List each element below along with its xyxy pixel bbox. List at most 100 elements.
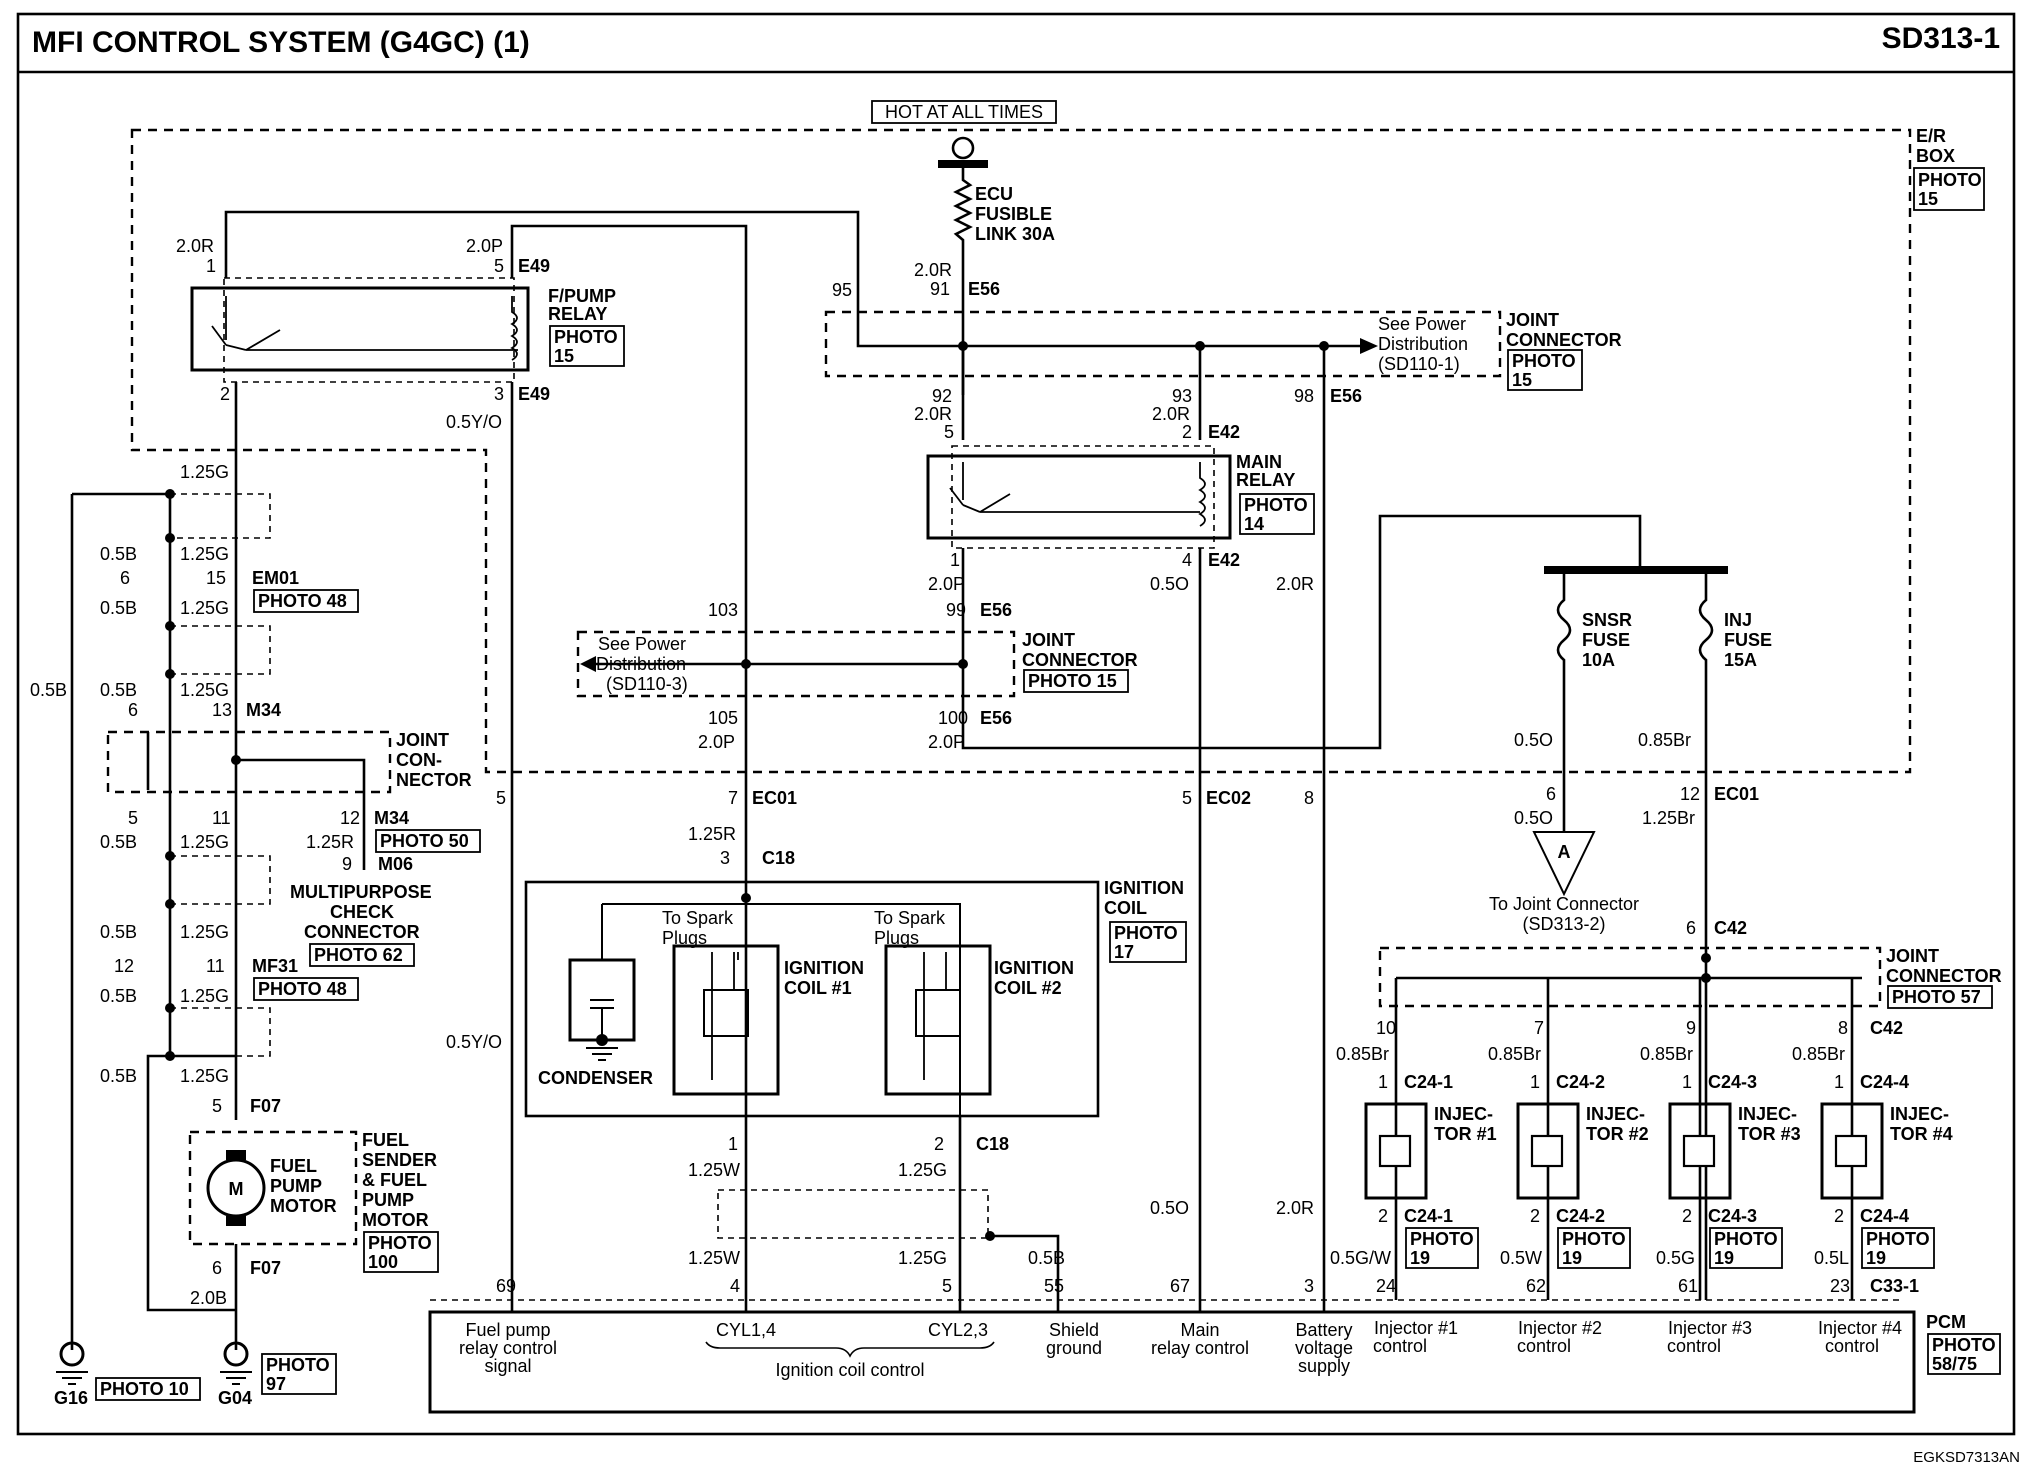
pcm-pin-labels: 69 Fuel pump relay control signal 4 CYL1… <box>459 1276 1902 1380</box>
coil1-box <box>672 944 780 1096</box>
injector-3-photo-box <box>1709 1227 1783 1269</box>
jc-top-see-3: (SD110-1) <box>1378 354 1460 374</box>
conn-C42-top: C42 <box>1714 918 1747 938</box>
injector-2-wire-in: 0.85Br <box>1488 1044 1541 1064</box>
fusible-link-label-1: ECU <box>975 184 1013 204</box>
injector-2-photo-2: 19 <box>1562 1248 1582 1268</box>
wire-label-1-25G-b6: 1.25G <box>180 922 229 942</box>
injector-4-photo-box <box>1861 1227 1935 1269</box>
fpump-relay-label-2: RELAY <box>548 304 607 324</box>
conn-EC01-right: EC01 <box>1714 784 1759 804</box>
fpump-relay-photo-box <box>549 325 625 367</box>
injector-4-coil <box>1834 1134 1868 1168</box>
conn-C42-bottom: C42 <box>1870 1018 1903 1038</box>
jc-top-bus <box>856 300 1360 348</box>
fpump-relay-label-1: F/PUMP <box>548 286 616 306</box>
injector-3-wire-in: 0.85Br <box>1640 1044 1693 1064</box>
main-relay-switch <box>949 462 1200 513</box>
condenser-label: CONDENSER <box>538 1068 653 1088</box>
conn-E56-mid: E56 <box>980 600 1012 620</box>
injector-2-jc-pin: 7 <box>1534 1018 1544 1038</box>
injector-4-jc-pin: 8 <box>1838 1018 1848 1038</box>
pcm-photo-2: 58/75 <box>1932 1354 1977 1374</box>
pin-8-ec: 8 <box>1304 788 1314 808</box>
ignition-coil-label-1: IGNITION <box>1104 878 1184 898</box>
injector-3-label-2: TOR #3 <box>1738 1124 1801 1144</box>
splice-box-3 <box>169 855 271 905</box>
inj-fuse-label-1: INJ <box>1724 610 1752 630</box>
wire-label-0-5O-c: 0.5O <box>1514 808 1553 828</box>
injector-3-wire-out: 0.5G <box>1656 1248 1695 1268</box>
injector-1-pin-1: 1 <box>1378 1072 1388 1092</box>
ground-g16-terminal <box>59 1341 85 1367</box>
ground-g16-photo-box <box>95 1377 201 1401</box>
hot-label: HOT AT ALL TIMES <box>885 102 1043 122</box>
conn-M34-bottom: M34 <box>374 808 409 828</box>
main-relay-photo-2: 14 <box>1244 514 1264 534</box>
jc-left-label-3: NECTOR <box>396 770 472 790</box>
fuel-sender-photo-2: 100 <box>368 1252 398 1272</box>
jc-mid-outline <box>576 630 1016 698</box>
injector-1-pin-2: 2 <box>1378 1206 1388 1226</box>
conn-M34-top: M34 <box>246 700 281 720</box>
wire-label-1-25G-b3: 1.25G <box>180 598 229 618</box>
coil2-leads <box>923 952 947 1080</box>
pcm-pin-69-l1: Fuel pump <box>465 1320 550 1340</box>
splice-box-4 <box>169 1007 271 1057</box>
splice-box-2 <box>169 625 271 675</box>
jc-mid-photo: PHOTO 15 <box>1028 671 1117 691</box>
fpump-relay-photo-2: 15 <box>554 346 574 366</box>
pin-99: 99 <box>946 600 966 620</box>
wire-jc-mid <box>744 514 1642 750</box>
wire-label-1-25G-b2: 1.25G <box>180 544 229 564</box>
fuel-sender-label-3: & FUEL <box>362 1170 427 1190</box>
jc-mid-label-2: CONNECTOR <box>1022 650 1138 670</box>
wire-label-0-5B-1: 0.5B <box>100 544 137 564</box>
ground-g04-symbol <box>220 1371 252 1385</box>
pin-6-ec01r: 6 <box>1546 784 1556 804</box>
ignition-splice <box>741 893 751 903</box>
coil2-box <box>884 944 992 1096</box>
injector-4-label-1: INJEC- <box>1890 1104 1949 1124</box>
injector-1-wire-in: 0.85Br <box>1336 1044 1389 1064</box>
fuel-sender-label-2: SENDER <box>362 1150 437 1170</box>
battery-terminal <box>951 136 975 160</box>
ground-g04-terminal <box>223 1341 249 1367</box>
pin-5-m34: 5 <box>128 808 138 828</box>
wire-g04-bus <box>146 1054 236 1312</box>
conn-E42-top: E42 <box>1208 422 1240 442</box>
wire-label-1-25W-b: 1.25W <box>688 1248 740 1268</box>
injector-4-wire-out: 0.5L <box>1814 1248 1849 1268</box>
diagram-title: MFI CONTROL SYSTEM (G4GC) (1) <box>32 26 530 59</box>
injector-2-label-2: TOR #2 <box>1586 1124 1649 1144</box>
jc-top-see-1: See Power <box>1378 314 1466 334</box>
pin-6-f07: 6 <box>212 1258 222 1278</box>
pcm-pin-5-l1: CYL2,3 <box>928 1320 988 1340</box>
pcm-label: PCM <box>1926 1312 1966 1332</box>
to-joint-label-1: To Joint Connector <box>1489 894 1639 914</box>
pcm-connector: C33-1 <box>1870 1276 1919 1296</box>
injector-1-coil <box>1378 1134 1412 1168</box>
injector-1-top-conn: C24-1 <box>1404 1072 1453 1092</box>
inj-fuse-symbol <box>1698 574 1714 1300</box>
injector-3: 9 0.85Br 1 C24-3 INJEC- TOR #3 2 C24-3 P… <box>1640 978 1801 1300</box>
wire-label-1-25R-m34: 1.25R <box>306 832 354 852</box>
pcm-pin-55: 55 <box>1044 1276 1064 1296</box>
jc-right-outline <box>1378 946 1882 1008</box>
injector-1-photo-1: PHOTO <box>1410 1229 1474 1249</box>
injector-4-pin-1: 1 <box>1834 1072 1844 1092</box>
coil2-label-1: IGNITION <box>994 958 1074 978</box>
pcm-box <box>428 1310 1916 1414</box>
conn-E56-bottom: E56 <box>980 708 1012 728</box>
multipurpose-label-2: CHECK <box>330 902 394 922</box>
inj-fuse-label-2: FUSE <box>1724 630 1772 650</box>
pin-91: 91 <box>930 279 950 299</box>
injector-2-photo-1: PHOTO <box>1562 1229 1626 1249</box>
wire-label-0-5B-4: 0.5B <box>100 832 137 852</box>
conn-F07-top: F07 <box>250 1096 281 1116</box>
battery-bar <box>938 160 988 168</box>
pcm-pin-24-l1: Injector #1 <box>1374 1318 1458 1338</box>
ignition-coil-frame <box>524 880 1100 1118</box>
fpump-relay-box <box>190 286 530 372</box>
wire-label-2-0B: 2.0B <box>190 1288 227 1308</box>
